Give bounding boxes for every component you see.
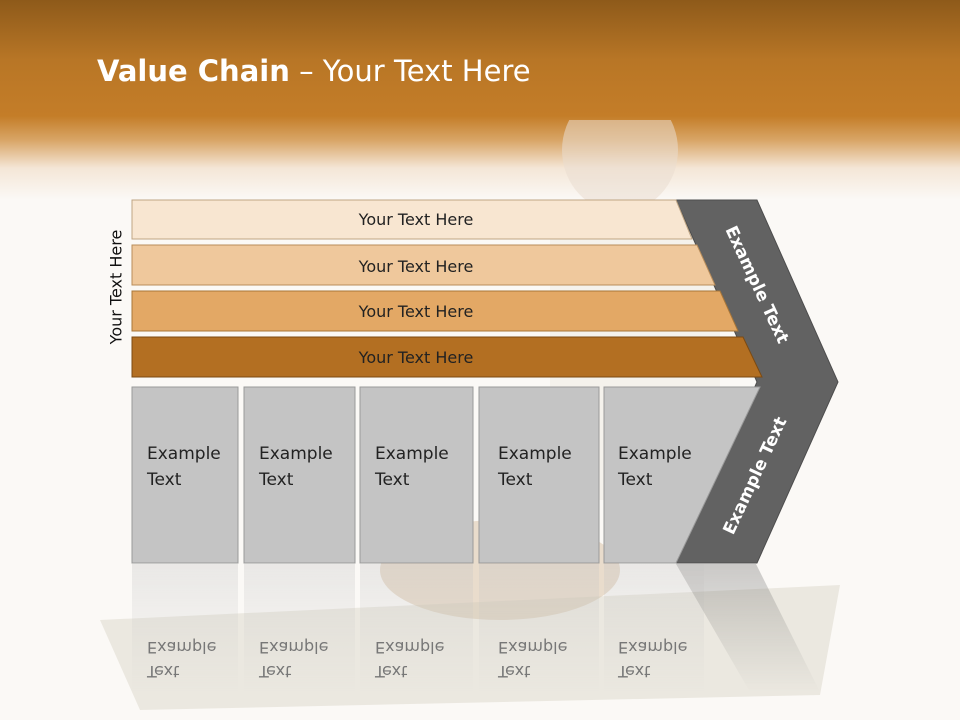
box-5: Example Text <box>603 386 761 564</box>
bar-4: Your Text Here <box>131 336 763 378</box>
bar-2-label: Your Text Here <box>358 257 474 276</box>
reflect-box-5-line1: Example <box>618 638 688 657</box>
box-4-line1: Example <box>498 444 572 464</box>
reflect-box-2-line2: Text <box>259 662 292 681</box>
reflect-box-3-line2: Text <box>375 662 408 681</box>
bar-1: Your Text Here <box>131 199 693 240</box>
box-5-line1: Example <box>618 444 692 464</box>
reflect-box-2: Text Example <box>259 635 328 683</box>
box-1-line1: Example <box>147 444 221 464</box>
reflect-box-2-line1: Example <box>259 638 329 657</box>
box-3-line1: Example <box>375 444 449 464</box>
reflect-box-3-line1: Example <box>375 638 445 657</box>
reflect-box-4-line1: Example <box>498 638 568 657</box>
reflect-box-4: Text Example <box>498 635 567 683</box>
reflect-box-5-line2: Text <box>618 662 651 681</box>
bar-3: Your Text Here <box>131 290 739 332</box>
box-4-line2: Text <box>497 470 533 490</box>
reflect-box-1-line2: Text <box>147 662 180 681</box>
bar-3-label: Your Text Here <box>358 302 474 321</box>
reflection <box>132 564 820 694</box>
reflect-box-3: Text Example <box>375 635 444 683</box>
box-1: Example Text <box>131 386 239 564</box>
bar-2: Your Text Here <box>131 244 716 286</box>
header-band <box>0 0 960 200</box>
reflect-box-5: Text Example <box>618 635 687 683</box>
box-3-line2: Text <box>374 470 410 490</box>
box-3: Example Text <box>359 386 474 564</box>
box-2: Example Text <box>243 386 356 564</box>
box-5-line2: Text <box>617 470 653 490</box>
box-1-line2: Text <box>146 470 182 490</box>
box-2-line2: Text <box>258 470 294 490</box>
page-title: Value Chain – Your Text Here <box>97 54 531 88</box>
bar-4-label: Your Text Here <box>358 348 474 367</box>
box-4: Example Text <box>478 386 600 564</box>
reflect-box-1-line1: Example <box>147 638 217 657</box>
reflect-box-1: Text Example <box>147 635 216 683</box>
title-rest: – Your Text Here <box>289 54 531 88</box>
title-bold: Value Chain <box>97 54 290 88</box>
box-2-line1: Example <box>259 444 333 464</box>
bar-1-label: Your Text Here <box>358 210 474 229</box>
reflect-box-4-line2: Text <box>498 662 531 681</box>
